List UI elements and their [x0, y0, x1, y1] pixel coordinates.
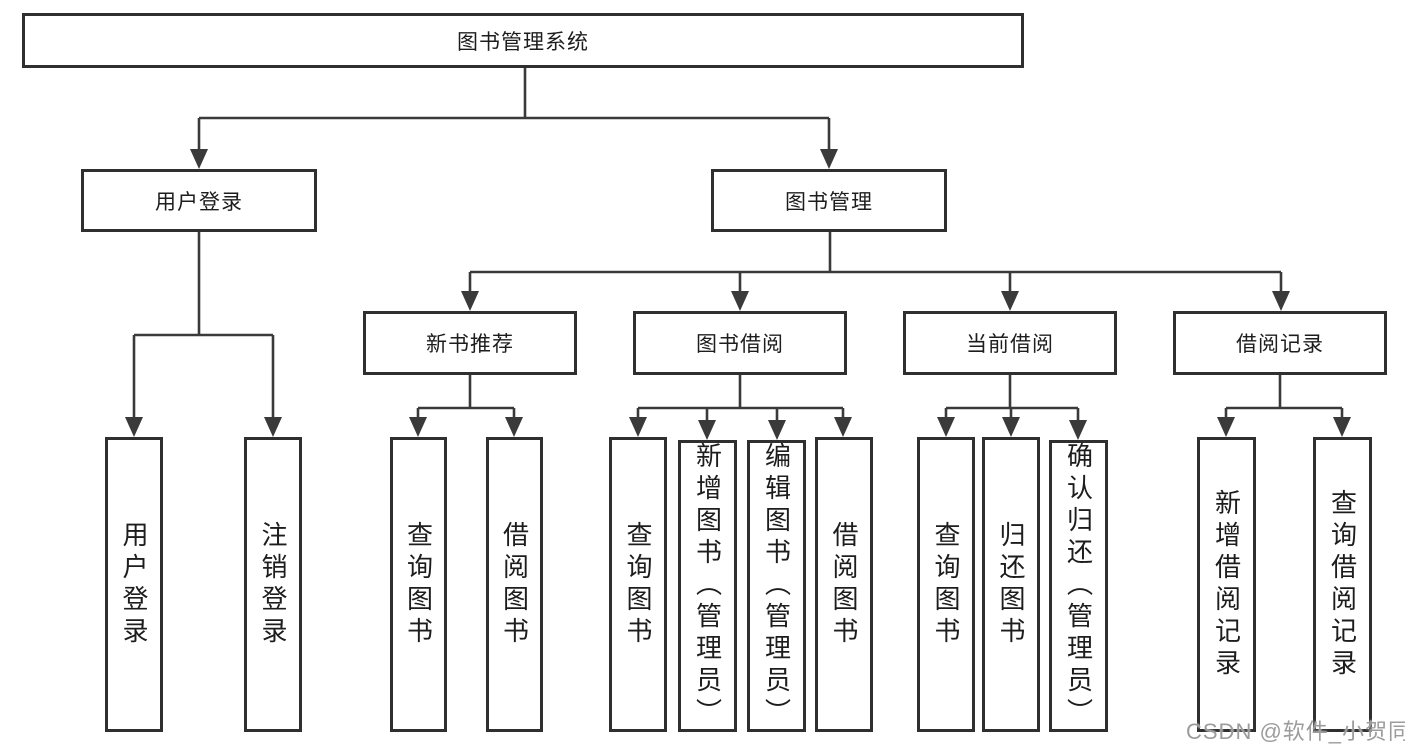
node-label: 借阅图书	[499, 520, 530, 649]
node-current-borrow: 当前借阅	[903, 311, 1117, 375]
leaf-current-return-books: 归还图书	[982, 437, 1040, 732]
node-label: 归还图书	[996, 520, 1026, 649]
node-label: 查询图书	[403, 520, 434, 649]
leaf-logout: 注销登录	[244, 437, 302, 732]
node-user-login: 用户登录	[81, 169, 317, 232]
node-label: 借阅图书	[829, 520, 859, 649]
leaf-borrow-edit-books-admin: 编辑图书（管理员）	[747, 440, 806, 732]
leaf-current-query-books: 查询图书	[917, 437, 975, 732]
node-label: 确认归还（管理员）	[1063, 442, 1094, 730]
node-label: 用户登录	[119, 520, 149, 649]
leaf-records-add-record: 新增借阅记录	[1197, 437, 1256, 732]
node-label: 用户登录	[155, 190, 243, 214]
node-label: 新增借阅记录	[1211, 488, 1242, 681]
node-label: 当前借阅	[966, 333, 1054, 356]
watermark: CSDN @软件_小贺同学	[1186, 719, 1405, 744]
leaf-records-query-record: 查询借阅记录	[1313, 437, 1372, 732]
node-borrow-records: 借阅记录	[1173, 311, 1387, 375]
node-label: 查询图书	[931, 520, 961, 649]
node-label: 新增图书（管理员）	[692, 442, 723, 730]
leaf-newbook-query-books: 查询图书	[390, 437, 447, 732]
leaf-newbook-borrow-books: 借阅图书	[486, 437, 543, 732]
leaf-current-confirm-return-admin: 确认归还（管理员）	[1049, 440, 1108, 732]
leaf-borrow-query-books: 查询图书	[609, 437, 667, 732]
node-label: 查询图书	[623, 520, 653, 649]
node-library-management-system: 图书管理系统	[22, 13, 1024, 68]
leaf-user-login: 用户登录	[105, 437, 163, 732]
node-label: 编辑图书（管理员）	[761, 442, 792, 730]
node-label: 图书借阅	[696, 333, 784, 356]
node-book-borrow: 图书借阅	[633, 311, 847, 375]
leaf-borrow-add-books-admin: 新增图书（管理员）	[678, 440, 737, 732]
node-label: 图书管理	[785, 190, 873, 214]
node-label: 新书推荐	[426, 333, 514, 356]
node-label: 查询借阅记录	[1327, 488, 1358, 681]
node-new-book-recommend: 新书推荐	[363, 311, 577, 375]
leaf-borrow-borrow-books: 借阅图书	[815, 437, 873, 732]
node-book-management: 图书管理	[711, 169, 947, 232]
node-label: 注销登录	[258, 520, 288, 649]
node-label: 借阅记录	[1236, 333, 1324, 356]
node-label: 图书管理系统	[457, 30, 589, 54]
